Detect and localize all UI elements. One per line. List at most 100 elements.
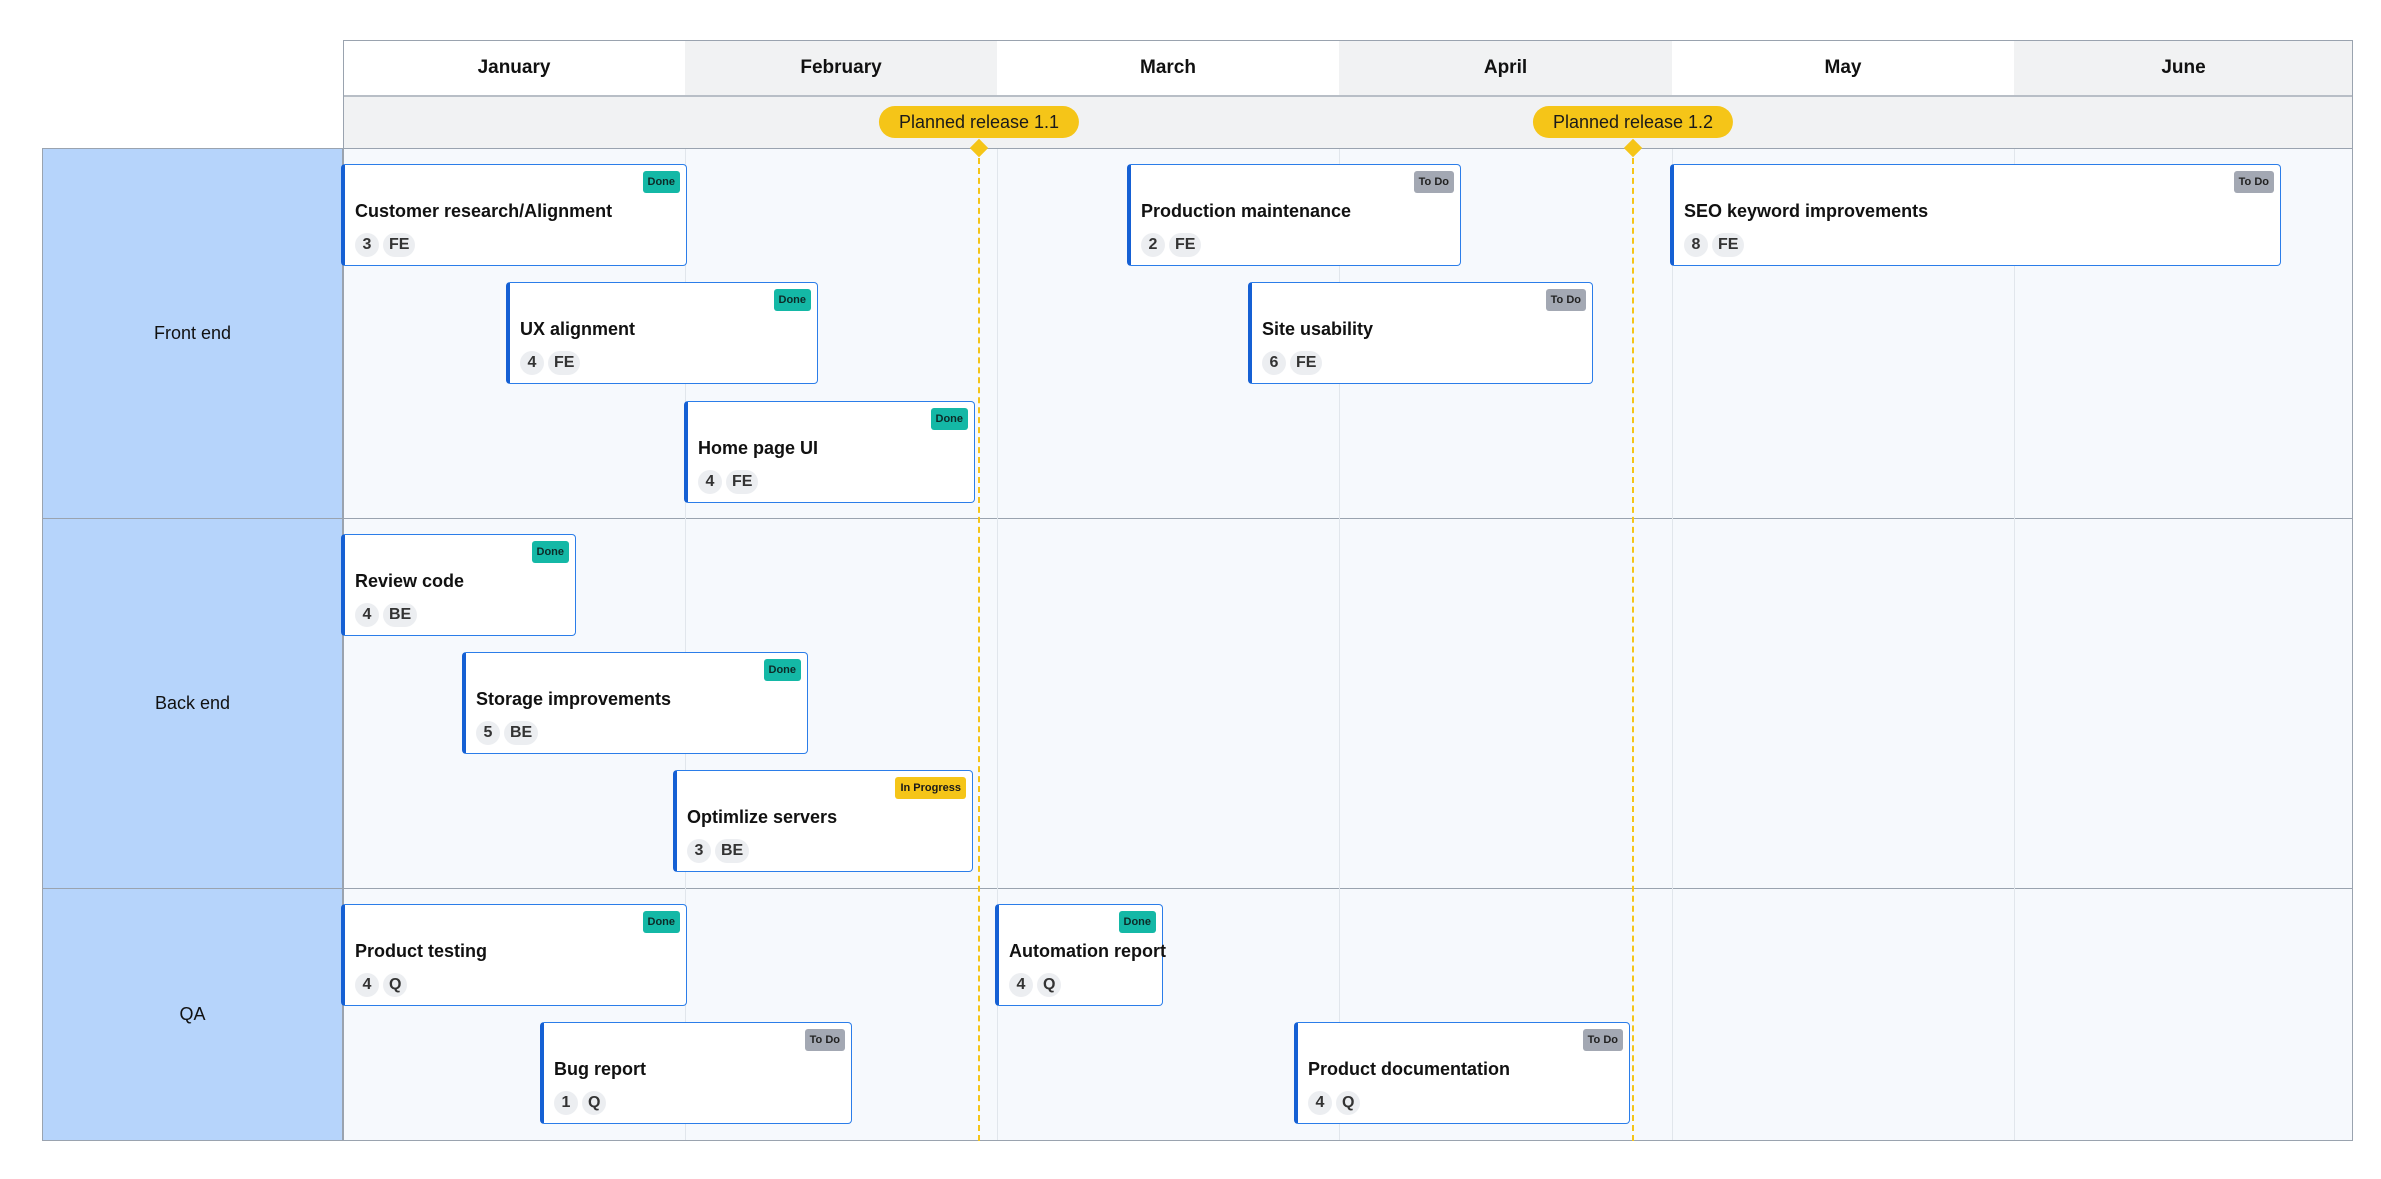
status-badge: To Do xyxy=(1413,171,1454,193)
lane-label: QA xyxy=(42,889,343,1140)
story-points-chip: 8 xyxy=(1684,233,1708,257)
story-points-chip: 4 xyxy=(355,603,379,627)
team-tag-chip: FE xyxy=(548,351,581,375)
release-marker-label[interactable]: Planned release 1.1 xyxy=(878,106,1080,138)
release-line xyxy=(1632,148,1634,1141)
release-line xyxy=(978,148,980,1141)
status-badge: To Do xyxy=(2233,171,2274,193)
task-title: Product documentation xyxy=(1308,1059,1510,1079)
status-badge: To Do xyxy=(804,1029,845,1051)
team-tag-chip: Q xyxy=(1336,1091,1361,1115)
team-tag-chip: BE xyxy=(504,721,539,745)
story-points-chip: 1 xyxy=(554,1091,578,1115)
milestone-band xyxy=(343,96,2353,149)
month-header-march: March xyxy=(997,40,1339,95)
team-tag-chip: FE xyxy=(1169,233,1202,257)
month-gridline xyxy=(1339,148,1340,1141)
story-points-chip: 4 xyxy=(1308,1091,1332,1115)
status-badge: Done xyxy=(930,408,968,430)
month-header-february: February xyxy=(685,40,997,95)
month-header-may: May xyxy=(1672,40,2014,95)
story-points-chip: 4 xyxy=(698,470,722,494)
status-badge: To Do xyxy=(1582,1029,1623,1051)
team-tag-chip: Q xyxy=(1037,973,1062,997)
status-badge: Done xyxy=(1118,911,1156,933)
lane-label-divider xyxy=(342,148,344,1141)
team-tag-chip: Q xyxy=(383,973,408,997)
task-title: Customer research/Alignment xyxy=(355,201,613,221)
task-title: Home page UI xyxy=(698,438,819,458)
status-badge: Done xyxy=(531,541,569,563)
status-badge: Done xyxy=(642,911,680,933)
month-gridline xyxy=(997,148,998,1141)
task-title: Optimlize servers xyxy=(687,807,838,827)
task-title: Storage improvements xyxy=(476,689,672,709)
story-points-chip: 4 xyxy=(355,973,379,997)
task-title: Automation report xyxy=(1009,941,1166,961)
story-points-chip: 6 xyxy=(1262,351,1286,375)
task-title: Review code xyxy=(355,571,465,591)
header-divider xyxy=(343,95,2353,97)
release-marker-label[interactable]: Planned release 1.2 xyxy=(1532,106,1734,138)
story-points-chip: 3 xyxy=(355,233,379,257)
status-badge: In Progress xyxy=(895,777,966,799)
month-gridline xyxy=(2014,148,2015,1141)
status-badge: To Do xyxy=(1545,289,1586,311)
task-title: Production maintenance xyxy=(1141,201,1352,221)
team-tag-chip: Q xyxy=(582,1091,607,1115)
story-points-chip: 4 xyxy=(1009,973,1033,997)
status-badge: Done xyxy=(642,171,680,193)
task-title: Product testing xyxy=(355,941,488,961)
month-header-january: January xyxy=(343,40,685,95)
story-points-chip: 5 xyxy=(476,721,500,745)
month-header-april: April xyxy=(1339,40,1672,95)
team-tag-chip: FE xyxy=(1290,351,1323,375)
story-points-chip: 2 xyxy=(1141,233,1165,257)
team-tag-chip: FE xyxy=(726,470,759,494)
story-points-chip: 3 xyxy=(687,839,711,863)
status-badge: Done xyxy=(773,289,811,311)
month-header-june: June xyxy=(2014,40,2353,95)
team-tag-chip: BE xyxy=(715,839,750,863)
team-tag-chip: FE xyxy=(383,233,416,257)
month-gridline xyxy=(685,148,686,1141)
task-title: SEO keyword improvements xyxy=(1684,201,1929,221)
story-points-chip: 4 xyxy=(520,351,544,375)
team-tag-chip: BE xyxy=(383,603,418,627)
task-title: Site usability xyxy=(1262,319,1374,339)
lane-label: Front end xyxy=(42,148,343,518)
task-title: Bug report xyxy=(554,1059,646,1079)
lane-label: Back end xyxy=(42,519,343,888)
month-gridline xyxy=(1672,148,1673,1141)
task-title: UX alignment xyxy=(520,319,636,339)
team-tag-chip: FE xyxy=(1712,233,1745,257)
status-badge: Done xyxy=(763,659,801,681)
